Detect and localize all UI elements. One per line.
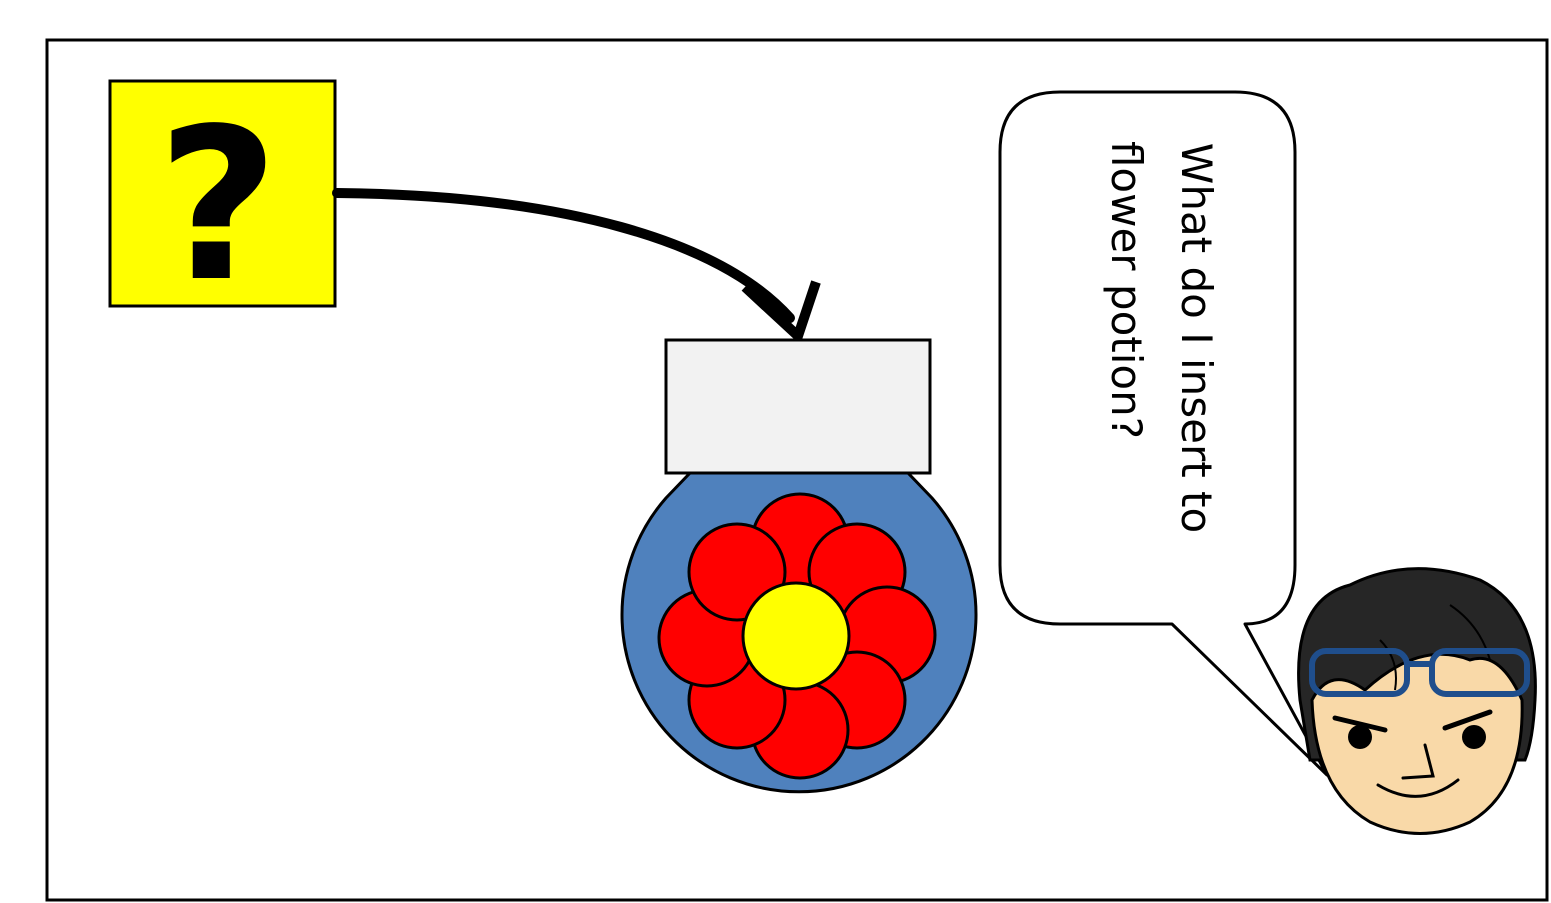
nose: [1401, 743, 1435, 780]
arrowhead: [741, 280, 821, 345]
speech-line-1: What do I insert to: [1172, 143, 1221, 533]
flower-potion: [620, 338, 978, 794]
flower-center: [741, 581, 851, 691]
curved-arrow: [332, 188, 821, 345]
hair-strand: [1379, 639, 1397, 691]
person-with-glasses-icon: [1297, 567, 1537, 835]
speech-bubble: What do I insert to flower potion?: [998, 90, 1329, 777]
glasses-lens-left: [1309, 648, 1410, 697]
question-box-background: [108, 79, 337, 308]
glasses-icon: [1309, 648, 1530, 697]
eye-right: [1462, 725, 1486, 749]
character-face: [1310, 652, 1524, 835]
question-box: ?: [108, 79, 337, 328]
eyebrow-left: [1332, 715, 1388, 733]
eye-left: [1348, 725, 1372, 749]
glasses-lens-right: [1429, 648, 1530, 697]
speech-line-2: flower potion?: [1102, 141, 1151, 439]
eyebrow-right: [1442, 709, 1493, 731]
question-mark-icon: ?: [157, 83, 279, 328]
speech-bubble-shape: [998, 90, 1329, 777]
potion-label: [664, 338, 932, 475]
mouth: [1376, 778, 1460, 798]
arrow-curve: [332, 188, 795, 323]
flower-icon: [657, 492, 937, 780]
